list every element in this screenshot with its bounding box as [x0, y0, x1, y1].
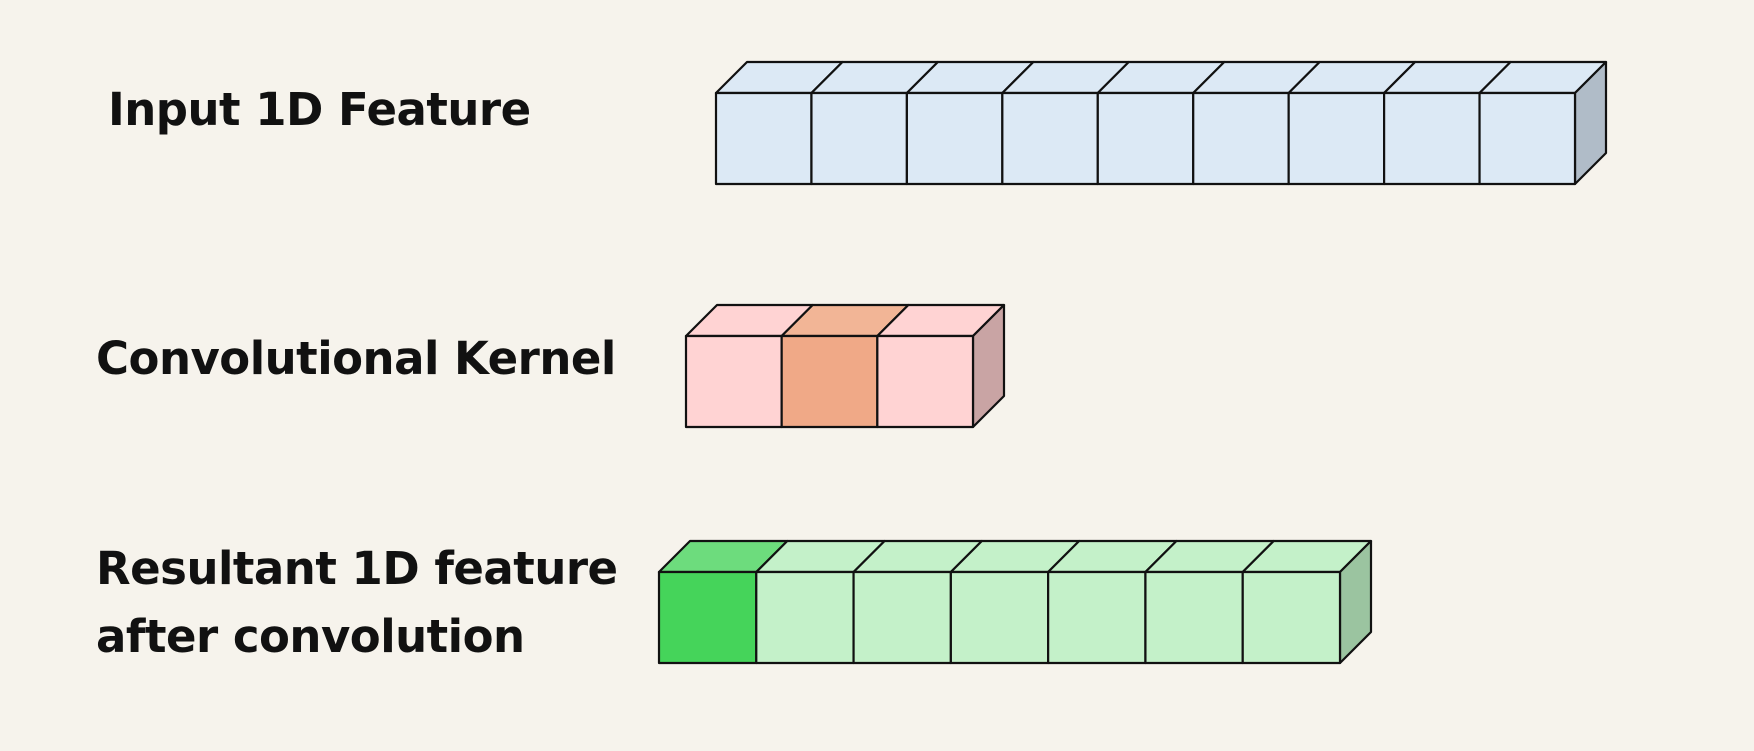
input-cell-6	[1287, 91, 1386, 186]
input-cell-4	[1096, 91, 1195, 186]
result-cell-6	[1241, 570, 1342, 665]
result-cell-2	[852, 570, 952, 665]
input-feature-blocks	[714, 60, 1608, 186]
input-cell-5	[1192, 91, 1290, 186]
input-cell-3	[1001, 91, 1099, 186]
input-cell-2	[905, 91, 1004, 186]
result-cell-4	[1047, 570, 1147, 665]
input-cell-1	[810, 91, 908, 186]
result-cell-1	[755, 570, 855, 665]
kernel-cell-0	[684, 334, 783, 429]
result-label-line2: after convolution	[96, 610, 525, 663]
result-feature-label: Resultant 1D feature after convolution	[96, 535, 618, 671]
result-cell-0	[657, 570, 758, 665]
input-cell-7	[1383, 91, 1481, 186]
kernel-cell-1	[780, 334, 879, 429]
input-feature-label: Input 1D Feature	[108, 83, 531, 136]
kernel-cell-2	[876, 334, 975, 429]
result-cell-5	[1144, 570, 1244, 665]
kernel-blocks	[684, 303, 1006, 429]
result-cell-3	[949, 570, 1050, 665]
result-label-line1: Resultant 1D feature	[96, 542, 618, 595]
result-feature-blocks	[657, 539, 1373, 665]
input-cell-8	[1478, 91, 1577, 186]
input-cell-0	[714, 91, 813, 186]
kernel-label: Convolutional Kernel	[96, 332, 616, 385]
